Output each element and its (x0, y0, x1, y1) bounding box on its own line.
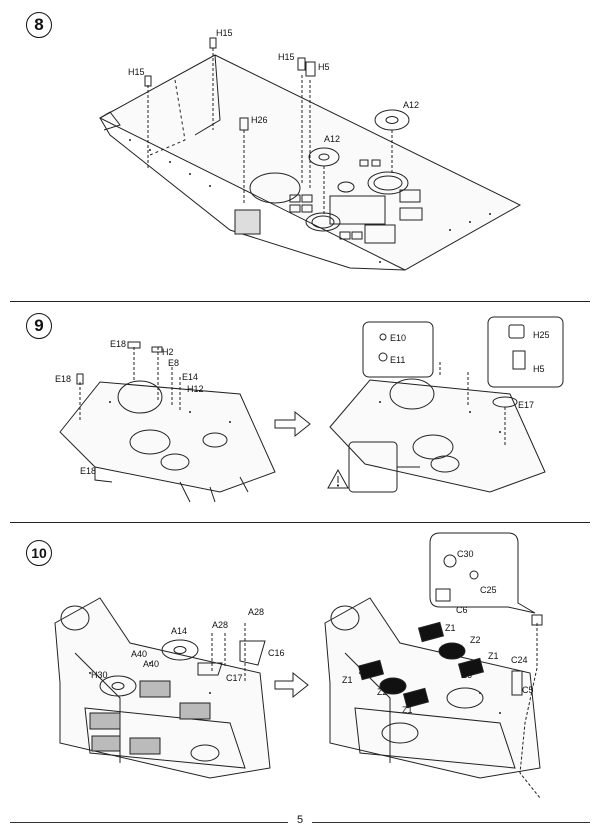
step-8-diagram: H15 H15 H15 H5 H26 A12 A12 (98, 28, 522, 271)
part-label: C24 (511, 655, 528, 665)
part-label: H5 (318, 62, 330, 72)
part-label: E18 (110, 339, 126, 349)
part-label: Z1 (402, 705, 413, 715)
part-label: A12 (324, 134, 340, 144)
part-label: A40 (131, 649, 147, 659)
footer-rule-right (312, 822, 590, 823)
part-label: C17 (226, 673, 243, 683)
part-label: H12 (187, 384, 204, 394)
part-label: Z2 (470, 635, 481, 645)
part-label: C16 (268, 648, 285, 658)
part-label: E17 (518, 400, 534, 410)
part-label: A28 (212, 620, 228, 630)
part-label: Z1 (342, 675, 353, 685)
part-label: H5 (533, 364, 545, 374)
part-label: H30 (91, 670, 108, 680)
step-10-number: 10 (26, 540, 52, 566)
part-label: C5 (522, 685, 534, 695)
step-8-number: 8 (26, 12, 52, 38)
part-label: E10 (390, 333, 406, 343)
part-label: C6 (456, 605, 468, 615)
part-label: H15 (278, 52, 295, 62)
part-label: C25 (480, 585, 497, 595)
step-10-diagram: A14 A28 A28 C16 A40 A40 H30 C17 C30 C25 … (54, 532, 543, 799)
section-divider (10, 301, 590, 302)
part-label: E6 (461, 670, 472, 680)
step-9-number: 9 (26, 313, 52, 339)
part-label: E11 (390, 355, 405, 365)
part-label: Z1 (488, 651, 499, 661)
part-label: E14 (182, 372, 198, 382)
part-label: E18 (80, 466, 96, 476)
part-label: A28 (248, 607, 264, 617)
part-label: H15 (128, 67, 145, 77)
part-label: E18 (55, 374, 71, 384)
part-label: A40 (143, 659, 159, 669)
step-9-diagram: E18 H2 E8 E18 E14 H12 E18 E10 E11 H25 H5… (55, 316, 564, 503)
part-label: Z2 (377, 687, 388, 697)
part-label: H2 (162, 347, 174, 357)
part-label: A12 (403, 100, 419, 110)
part-label: H25 (533, 330, 550, 340)
part-label: Z1 (445, 623, 456, 633)
section-divider (10, 522, 590, 523)
part-label: H15 (216, 28, 233, 38)
part-label: A14 (171, 626, 187, 636)
part-label: H26 (251, 115, 268, 125)
part-label: C30 (457, 549, 474, 559)
footer-rule-left (10, 822, 288, 823)
page-number: 5 (296, 814, 304, 826)
part-label: E8 (168, 358, 179, 368)
